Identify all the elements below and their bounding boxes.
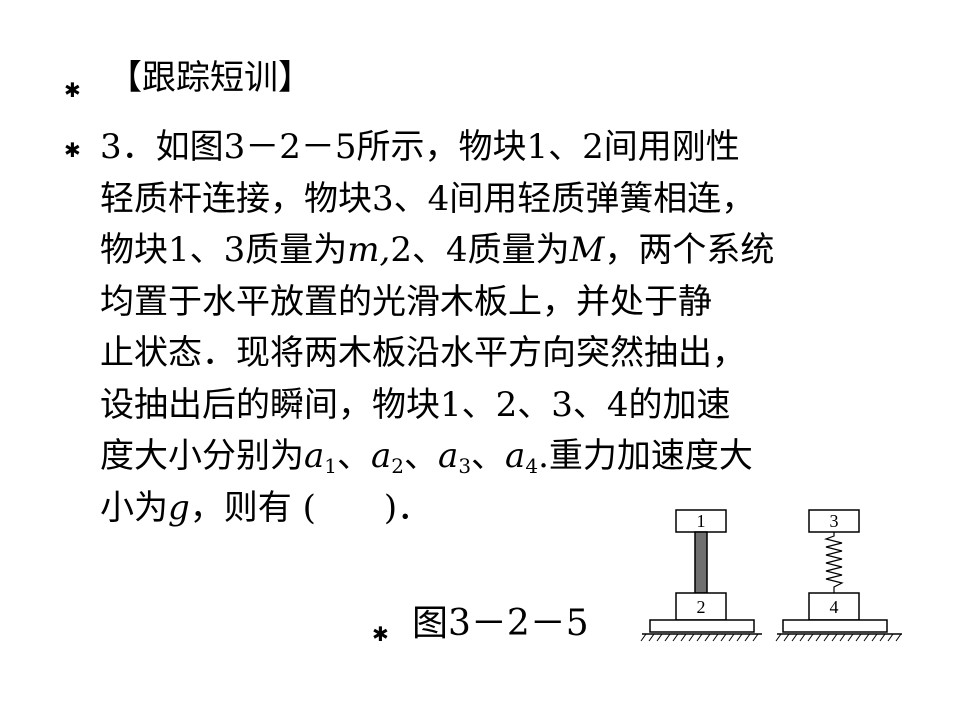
right-system: 3 4 [775,509,902,642]
mass-m: m, [347,230,391,270]
gravity-g: g [168,487,190,528]
block-3-label: 3 [830,511,839,531]
board-left [649,619,755,633]
block-1-label: 1 [697,511,706,531]
rigid-rod [694,531,708,594]
figure-3-2-5: 1 2 3 4 [640,509,902,642]
mass-M: M [569,230,605,270]
bullet-caption: ✱ [372,622,389,646]
board-right [782,619,888,633]
block-2-label: 2 [697,597,706,617]
problem-line-1: 3．如图3－2－5所示，物块1、2间用刚性 [100,127,740,167]
problem-text: 3．如图3－2－5所示，物块1、2间用刚性 轻质杆连接，物块3、4间用轻质弹簧相… [100,122,920,534]
bullet-heading: ✱ [64,78,81,102]
problem-line-3: 物块1、3质量为m,2、4质量为M，两个系统 [100,230,775,270]
block-4-label: 4 [830,597,839,617]
block-2 [675,592,727,621]
ground-hatch-left [640,633,759,642]
problem-line-8: 小为g，则有 ( )． [100,487,432,528]
problem-line-2: 轻质杆连接，物块3、4间用轻质弹簧相连， [100,178,756,219]
ground-hatch-right [775,633,902,642]
spring [823,532,844,593]
figure-caption: 图3－2－5 [412,603,589,644]
section-heading: 【跟踪短训】 [108,58,312,98]
bullet-problem: ✱ [64,138,81,162]
left-system: 1 2 [640,509,762,642]
problem-line-7: 度大小分别为a1、a2、a3、a4.重力加速度大 [100,436,753,478]
problem-line-5: 止状态．现将两木板沿水平方向突然抽出， [100,333,746,373]
problem-line-4: 均置于水平放置的光滑木板上，并处于静 [100,281,712,322]
problem-line-6: 设抽出后的瞬间，物块1、2、3、4的加速 [100,384,731,425]
